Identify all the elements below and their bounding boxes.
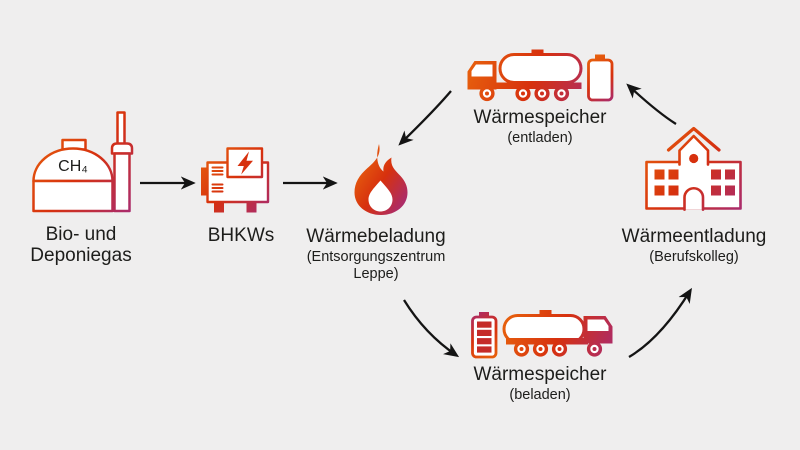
truck-chassis (506, 338, 588, 345)
building-roof (666, 126, 721, 152)
biogas-chimney-collar (110, 142, 134, 155)
tank-barrel (498, 53, 583, 84)
building-gable-window (689, 153, 699, 164)
truck-wheels (479, 85, 570, 102)
biogas-label: Bio- und Deponiegas (6, 224, 156, 266)
biogas-chimney-pipe (116, 111, 126, 146)
chp-foot-right (246, 202, 257, 213)
tanker-truck-right-icon (502, 310, 613, 357)
ch4-label: CH₄ (58, 158, 88, 175)
chp-foot-left (214, 202, 224, 213)
chp-end-cap (201, 167, 208, 196)
flame-body (354, 144, 408, 215)
arrow-storage-charged-to-discharging (628, 287, 692, 358)
heat-discharging-label: Wärmeentladung (Berufskolleg) (621, 226, 767, 265)
building-windows (654, 169, 735, 196)
biogas-dome (32, 147, 114, 183)
tanker-truck-left-icon (467, 49, 583, 102)
storage-discharged-label: Wärmespeicher (entladen) (473, 107, 607, 146)
battery-shell (587, 58, 614, 102)
truck-cab-window (587, 319, 609, 331)
biogas-plant-icon (32, 111, 134, 213)
arrow-storage-discharged-to-charging (398, 90, 452, 146)
biogas-label-line2: Deponiegas (30, 245, 132, 266)
chp-vent-lines (211, 166, 224, 193)
battery-charge-bars (477, 321, 492, 353)
building-gable-tower (678, 134, 710, 166)
battery-full-icon (471, 312, 498, 359)
chp-unit-icon (201, 147, 270, 213)
tank-cap (531, 49, 544, 56)
battery-terminal (479, 312, 489, 318)
bhkw-label: BHKWs (207, 225, 275, 246)
truck-chassis (493, 82, 582, 89)
building-door (683, 186, 705, 211)
arrow-charging-to-storage-charged (403, 299, 460, 358)
truck-wheels (513, 341, 603, 357)
heat-charging-label: Wärmebeladung (Entsorgungszentrum Leppe) (306, 226, 446, 282)
school-building-icon (645, 126, 742, 211)
biogas-base (32, 179, 114, 213)
lightning-bolt-icon (237, 151, 253, 175)
flame-icon (354, 144, 408, 215)
truck-cab-window (471, 64, 493, 77)
battery-empty-icon (587, 54, 614, 102)
tank-cap (539, 310, 552, 316)
biogas-label-line1: Bio- und (45, 224, 117, 245)
biogas-chimney-tower (113, 152, 131, 213)
storage-charged-label: Wärmespeicher (beladen) (473, 364, 607, 403)
arrow-discharging-to-storage-discharged (626, 83, 677, 125)
battery-terminal (595, 54, 605, 61)
flame-core (368, 180, 393, 212)
